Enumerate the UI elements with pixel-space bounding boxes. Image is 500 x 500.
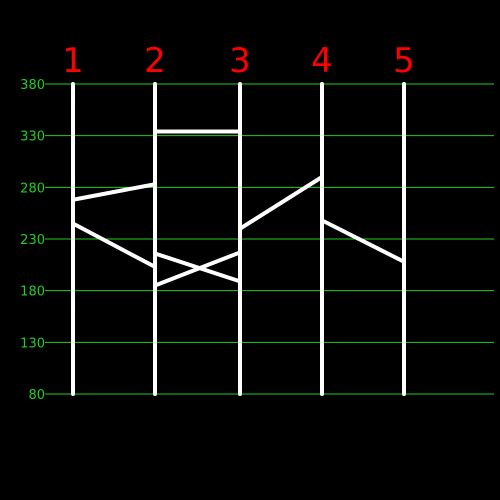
column-labels: 1 2 3 4 5: [62, 41, 415, 81]
column-label-3: 3: [229, 41, 251, 81]
line-segment: [153, 250, 242, 288]
y-tick-label: 80: [28, 388, 45, 403]
line-segment: [71, 182, 157, 202]
line-segment: [320, 218, 406, 264]
y-tick-label: 280: [20, 181, 45, 196]
column-label-2: 2: [144, 41, 166, 81]
y-tick-label: 180: [20, 285, 45, 300]
y-tick-label: 130: [20, 336, 45, 351]
line-segment: [71, 221, 157, 269]
column-axes: [71, 82, 406, 396]
y-tick-label: 230: [20, 233, 45, 248]
y-tick-label: 330: [20, 130, 45, 145]
line-segments: [71, 129, 406, 288]
y-tick-label: 380: [20, 78, 45, 93]
grid-layer: [45, 83, 494, 395]
column-label-1: 1: [62, 41, 84, 81]
column-label-5: 5: [393, 41, 415, 81]
tick-labels: 380 330 280 230 180 130 80: [20, 78, 45, 403]
line-segment: [238, 175, 324, 231]
column-label-4: 4: [311, 41, 333, 81]
